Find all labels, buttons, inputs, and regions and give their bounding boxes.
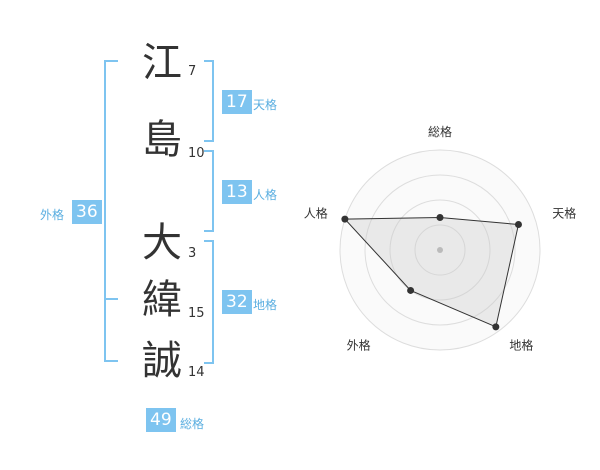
chikaku-bracket [204, 240, 214, 364]
chikaku-value: 32 [222, 290, 252, 314]
radar-point-1 [436, 214, 444, 221]
radar-center-dot [437, 247, 443, 253]
name-char-4: 緯 [142, 277, 182, 323]
radar-point-2 [514, 221, 522, 229]
radar-grid-ring-3 [364, 174, 516, 326]
gaikaku-label: 外格 [40, 208, 65, 222]
radar-grid-ring-1 [414, 224, 466, 276]
radar-axis-label-3: 地格 [509, 337, 533, 352]
stroke-count-1: 7 [188, 64, 197, 79]
soukaku-value: 49 [146, 408, 176, 432]
gaikaku-value: 36 [72, 200, 102, 224]
stroke-count-2: 10 [188, 146, 205, 161]
name-char-1: 江 [142, 40, 182, 86]
jinkaku-bracket [204, 150, 214, 232]
gaikaku-bracket [104, 60, 118, 362]
gaikaku-bracket-tick [104, 298, 118, 300]
jinkaku-value: 13 [222, 180, 252, 204]
radar-axis-label-1: 総格 [428, 124, 452, 139]
radar-point-3 [492, 323, 500, 331]
name-char-2: 島 [142, 117, 182, 163]
radar-axis-label-2: 天格 [552, 206, 576, 221]
chikaku-label: 地格 [253, 298, 278, 312]
stroke-count-5: 14 [188, 365, 205, 380]
radar-grid-ring-2 [389, 199, 491, 301]
radar-series-polygon [343, 216, 520, 328]
radar-point-4 [407, 286, 415, 294]
stroke-count-3: 3 [188, 246, 197, 261]
soukaku-label: 総格 [180, 417, 205, 431]
tenkaku-value: 17 [222, 90, 252, 114]
name-char-5: 誠 [142, 338, 182, 384]
name-char-3: 大 [142, 220, 182, 266]
tenkaku-bracket [204, 60, 214, 142]
radar-axis-label-4: 外格 [347, 337, 371, 352]
radar-point-5 [341, 215, 349, 223]
jinkaku-label: 人格 [253, 188, 278, 202]
stroke-count-4: 15 [188, 306, 205, 321]
radar-axis-label-5: 人格 [304, 206, 328, 221]
tenkaku-label: 天格 [253, 98, 278, 112]
